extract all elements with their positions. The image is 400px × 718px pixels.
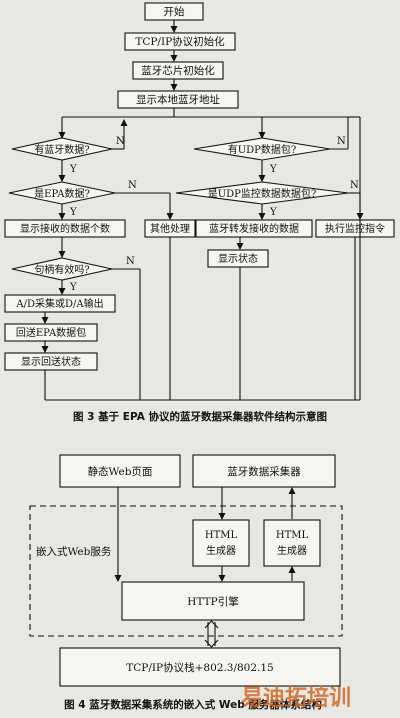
y-label-2: Y: [69, 207, 77, 218]
start-label: 开始: [164, 5, 185, 18]
show-count-node: [4, 219, 126, 238]
show-return-label: 显示回送状态: [21, 355, 81, 368]
http-engine-label: HTTP引擎: [187, 595, 239, 608]
show-state-node: [207, 249, 269, 268]
embedded-web-label: 嵌入式Web服务: [36, 545, 112, 558]
n-label-2: N: [128, 180, 137, 191]
show-bt-addr-node: [117, 90, 239, 109]
show-return-node: [4, 352, 98, 371]
html-gen-2-line1: HTML: [276, 530, 309, 541]
bt-forward-node: [195, 219, 313, 238]
html-gen-node-1: [192, 519, 250, 567]
is-udp-monitor-label: 是UDP监控数据数据包?: [208, 187, 317, 200]
y-label-5: Y: [269, 207, 277, 218]
bt-chip-init-node: [132, 61, 224, 80]
n-label-1: N: [116, 136, 125, 147]
bt-chip-init-label: 蓝牙芯片初始化: [141, 64, 215, 77]
http-engine-node: [121, 581, 305, 621]
bt-forward-label: 蓝牙转发接收的数据: [209, 222, 299, 235]
return-epa-label: 回送EPA数据包: [16, 326, 86, 339]
n-label-5: N: [350, 180, 359, 191]
html-gen-1-line1: HTML: [205, 530, 238, 541]
stack-label: TCP/IP协议栈+802.3/802.15: [126, 661, 274, 674]
show-bt-addr-label: 显示本地蓝牙地址: [136, 93, 220, 106]
n-label-3: N: [126, 256, 135, 267]
static-web-label: 静态Web页面: [88, 465, 153, 478]
other-label: 其他处理: [150, 222, 190, 235]
stack-node: [59, 647, 341, 687]
show-state-label: 显示状态: [218, 252, 258, 265]
tcpip-init-label: TCP/IP协议初始化: [135, 35, 225, 48]
embedded-web-region: [29, 505, 343, 637]
html-gen-node-2: [263, 519, 321, 567]
adda-label: A/D采集或D/A输出: [15, 297, 103, 310]
y-label-1: Y: [69, 164, 77, 175]
watermark-text: 易迪拓培训: [241, 685, 351, 711]
html-gen-1-line2: 生成器: [206, 544, 236, 557]
exec-monitor-label: 执行监控指令: [325, 222, 385, 235]
fig4-caption: 图 4 蓝牙数据采集系统的嵌入式 Web 服务器体系结构: [64, 698, 322, 711]
adda-node: [4, 294, 116, 313]
is-epa-label: 是EPA数据?: [34, 187, 90, 200]
y-label-3: Y: [69, 282, 77, 293]
static-web-node: [59, 454, 181, 488]
html-gen-2-line2: 生成器: [277, 544, 307, 557]
return-epa-node: [4, 323, 98, 342]
show-count-label: 显示接收的数据个数: [20, 222, 110, 235]
cmd-valid-label: 句柄有效吗?: [34, 263, 89, 276]
y-label-4: Y: [269, 164, 277, 175]
fig3-caption: 图 3 基于 EPA 协议的蓝牙数据采集器软件结构示意图: [73, 410, 327, 423]
bt-collector-label: 蓝牙数据采集器: [227, 465, 301, 478]
has-udp-label: 有UDP数据包?: [228, 143, 297, 156]
has-bt-data-label: 有蓝牙数据?: [34, 143, 89, 156]
n-label-4: N: [337, 136, 346, 147]
tcpip-init-node: [124, 32, 236, 51]
bt-collector-node: [192, 454, 336, 488]
